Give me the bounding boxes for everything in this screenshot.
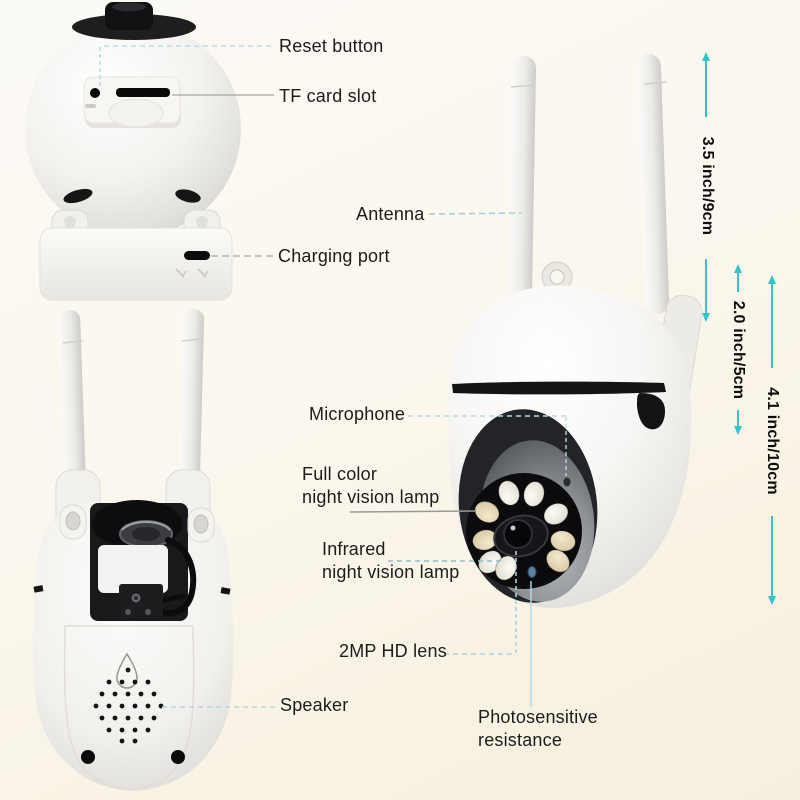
hinge-right-cap xyxy=(196,216,208,228)
screw-hole-left xyxy=(81,750,95,764)
leader-antenna xyxy=(428,212,522,215)
hanging-loop-hole xyxy=(549,269,565,285)
bracket-screw-small xyxy=(145,609,151,615)
microphone-hole xyxy=(563,477,571,487)
leader-lines xyxy=(99,45,567,708)
tf-card-slot-opening xyxy=(116,88,170,97)
panel-marking xyxy=(85,104,96,108)
front-vent-band xyxy=(452,381,666,395)
bracket-screw-small xyxy=(125,609,131,615)
label-reset-button: Reset button xyxy=(279,36,384,56)
label-infrared-lamp: Infrared night vision lamp xyxy=(322,538,459,584)
label-speaker: Speaker xyxy=(280,695,349,715)
side-tick-right xyxy=(220,587,231,595)
bracket xyxy=(119,584,163,618)
panel-oval-recess xyxy=(108,98,164,128)
photosensitive-sensor xyxy=(527,566,537,578)
label-antenna: Antenna xyxy=(356,204,425,224)
screw-boss-right-hole xyxy=(193,514,209,534)
motor-cylinder-core xyxy=(132,527,160,541)
dimension-body-height: 4.1 inch/10cm xyxy=(764,387,781,495)
back-ball-body xyxy=(25,21,241,237)
cable xyxy=(159,537,197,616)
label-hd-lens: 2MP HD lens xyxy=(339,641,447,661)
foot-slit-right xyxy=(175,189,201,203)
camera-back-view xyxy=(25,2,241,301)
label-photosensitive-line1: Photosensitive xyxy=(478,707,598,727)
dimension-lines xyxy=(702,52,776,605)
foot-slit-left xyxy=(63,188,93,204)
arrow-up xyxy=(768,275,776,284)
reset-button-hole xyxy=(90,88,100,98)
inner-column xyxy=(98,545,168,593)
label-full-color-lamp: Full color night vision lamp xyxy=(302,463,439,509)
arrow-down xyxy=(702,313,710,322)
mount-knob-top xyxy=(112,2,146,12)
antenna-segment-line xyxy=(62,340,84,344)
label-photosensitive-line2: resistance xyxy=(478,730,563,751)
base-marking-1 xyxy=(175,268,187,278)
label-tf-card-slot: TF card slot xyxy=(279,86,377,106)
speaker-grille xyxy=(93,667,164,744)
label-infrared-lamp-line1: Infrared xyxy=(322,539,386,559)
antenna-segment-line xyxy=(643,81,668,85)
leader-full-color xyxy=(349,510,477,513)
antenna-segment-line xyxy=(510,84,535,88)
charging-port-opening xyxy=(184,251,210,260)
antenna-left xyxy=(508,56,536,308)
front-band-notch xyxy=(637,393,665,430)
label-infrared-lamp-line2: night vision lamp xyxy=(322,562,460,583)
camera-bottom-view xyxy=(32,309,234,791)
dimension-antenna-height: 3.5 inch/9cm xyxy=(699,136,716,236)
bottom-antenna-left xyxy=(58,310,86,490)
arrow-down xyxy=(768,596,776,605)
label-charging-port: Charging port xyxy=(278,246,390,266)
antenna-right xyxy=(636,54,670,314)
arrow-down xyxy=(734,426,742,435)
teardrop-mark xyxy=(116,652,138,689)
label-microphone: Microphone xyxy=(309,404,406,424)
hinge-left-cap xyxy=(64,216,76,228)
label-full-color-lamp-line2: night vision lamp xyxy=(302,487,440,508)
label-full-color-lamp-line1: Full color xyxy=(302,464,378,484)
mount-base xyxy=(39,227,233,301)
screw-hole-right xyxy=(171,750,185,764)
antenna-segment-line xyxy=(181,338,202,342)
arrow-up xyxy=(702,52,710,61)
base-marking-2 xyxy=(197,268,209,278)
dimension-head-height: 2.0 inch/5cm xyxy=(730,300,747,400)
screw-boss-left-hole xyxy=(65,511,81,531)
lens-highlight xyxy=(510,525,516,531)
label-photosensitive: Photosensitive resistance xyxy=(478,706,598,752)
camera-front-view xyxy=(448,54,703,609)
lens-pupil xyxy=(503,519,533,549)
bottom-antenna-right xyxy=(178,309,205,489)
side-tick-left xyxy=(33,585,44,593)
arrow-up xyxy=(734,264,742,273)
bracket-screw-center xyxy=(134,596,138,600)
motor-highlight xyxy=(121,521,171,531)
night-vision-lamps xyxy=(472,480,576,581)
bottom-panel-outline xyxy=(63,625,195,790)
